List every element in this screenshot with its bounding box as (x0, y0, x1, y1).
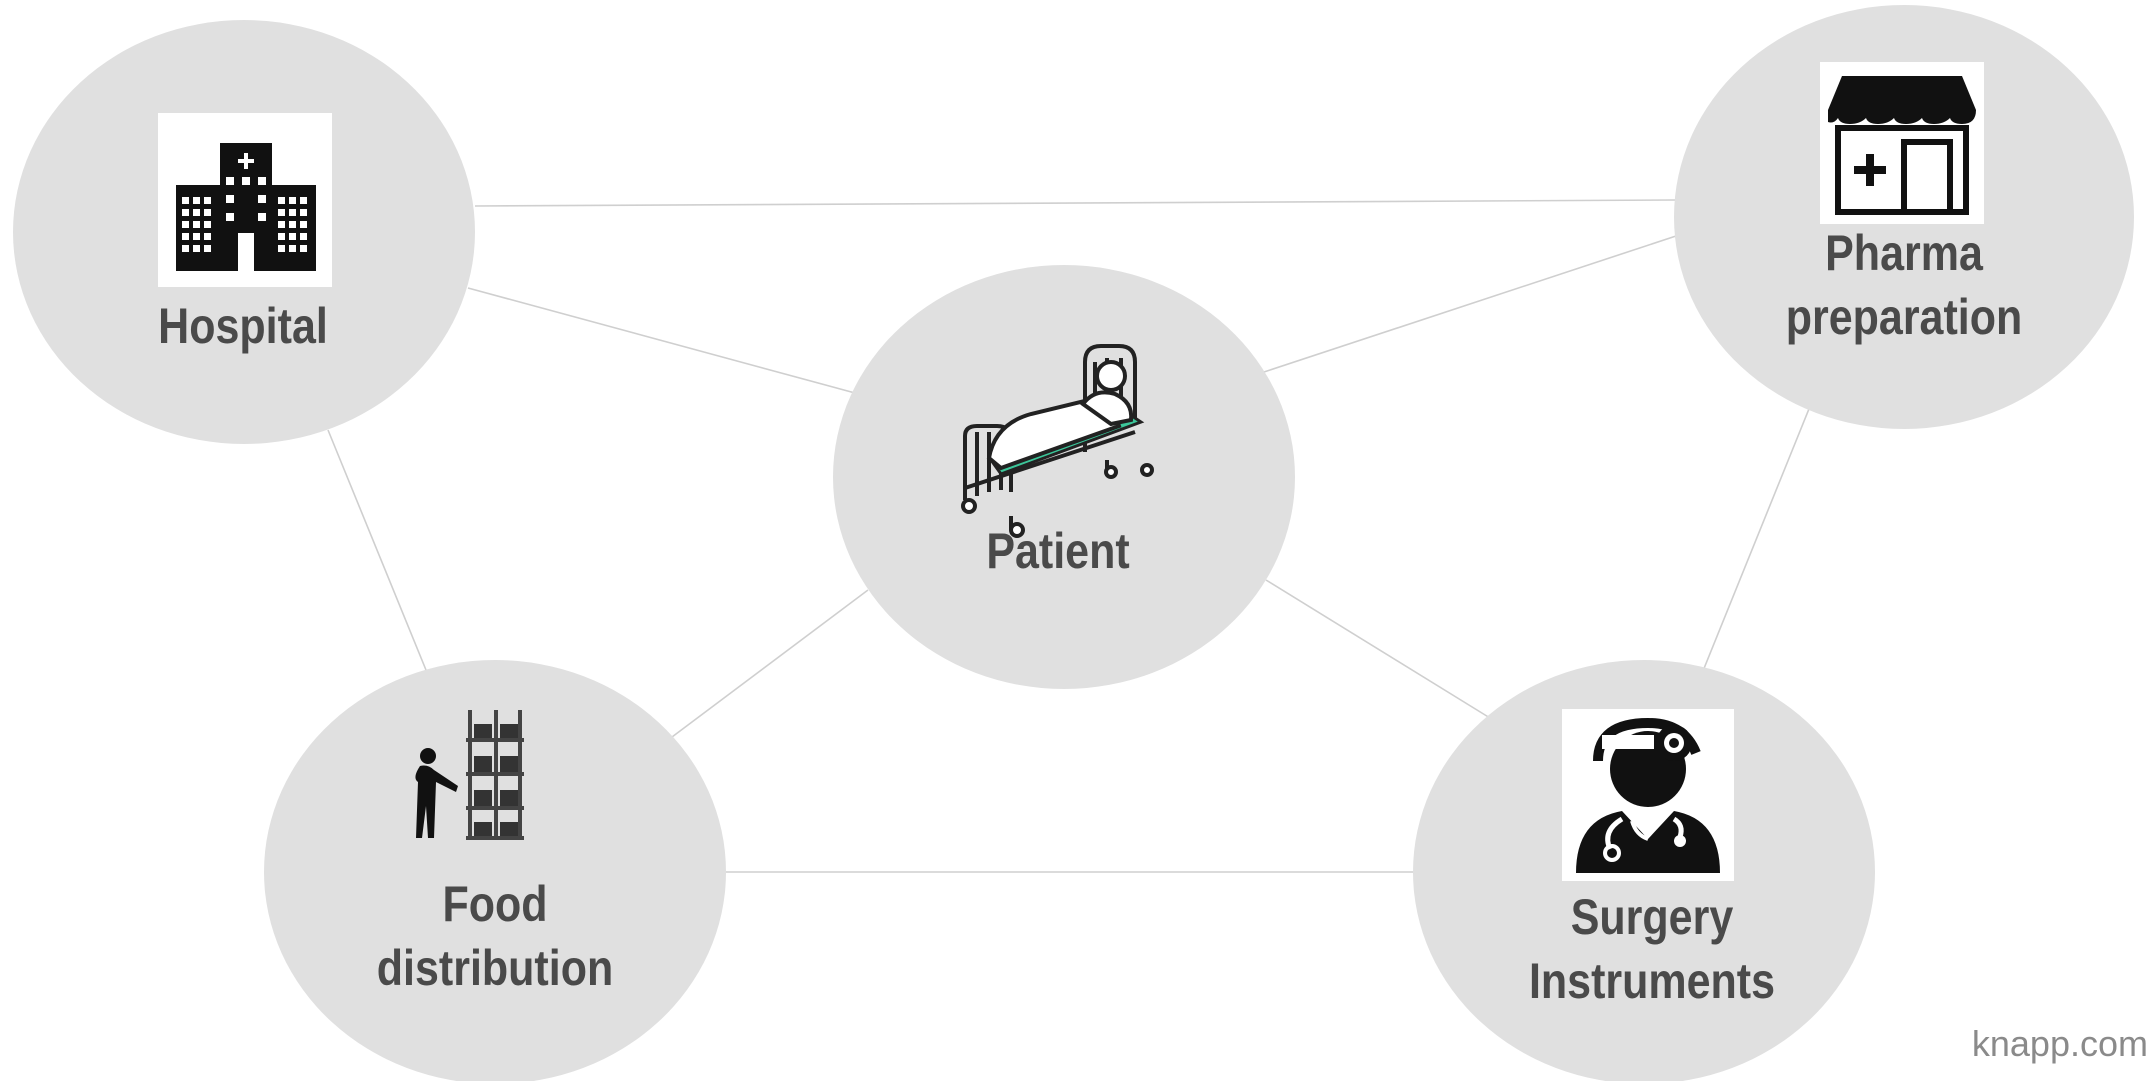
footer-website: knapp.com (1971, 1023, 2148, 1064)
pharmacy-store-icon (1820, 62, 1984, 224)
edge-patient-food (671, 589, 869, 738)
patient-node (833, 265, 1295, 689)
edge-pharma-surgery (1687, 351, 1833, 709)
patient-label: Patient (986, 523, 1130, 579)
surgery-label: Surgery Instruments (1528, 889, 1776, 1009)
edge-patient-surgery (1265, 579, 1491, 719)
warehouse-shelf-worker-icon (415, 710, 524, 840)
hospital-building-icon (158, 113, 332, 287)
food-node (264, 660, 726, 1081)
edge-hospital-patient (467, 287, 856, 394)
pharma-label: Pharma preparation (1785, 225, 2023, 345)
surgeon-stethoscope-icon (1562, 709, 1734, 881)
edges (327, 199, 1833, 873)
edge-hospital-pharma (474, 199, 1677, 207)
hospital-label: Hospital (158, 298, 328, 354)
hospital-bed-patient-icon (961, 344, 1154, 538)
edge-patient-pharma (1263, 235, 1677, 373)
edge-hospital-food (327, 429, 427, 671)
food-label: Food distribution (376, 876, 614, 996)
